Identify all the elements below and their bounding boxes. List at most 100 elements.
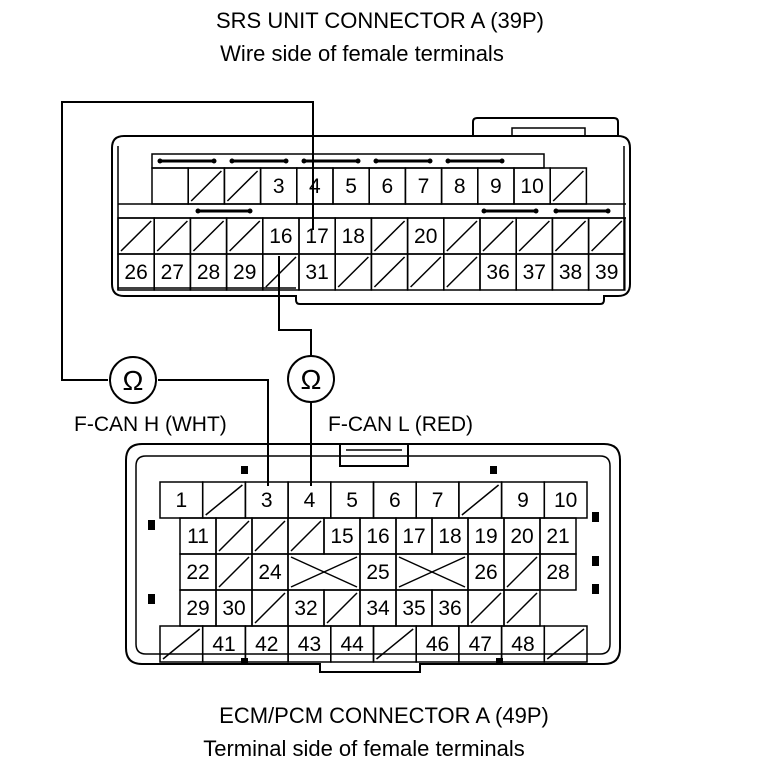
ecm-row1-cell: 5 (330, 481, 375, 519)
blank-cavity-slash (546, 628, 585, 660)
blank-cavity-slash (229, 220, 261, 252)
blank-cavity-slash (162, 628, 201, 660)
ecm-row2-cell: 19 (467, 517, 505, 555)
ecm-connector-title: ECM/PCM CONNECTOR A (49P) (219, 703, 549, 728)
ecm-row5-terminal-number: 42 (255, 633, 278, 656)
cross-mark (398, 556, 466, 588)
blank-cavity-slash (190, 170, 222, 202)
ecm-row3-cell (503, 553, 541, 591)
ecm-row3-cell (395, 553, 469, 591)
srs-row1-cell: 4 (296, 167, 334, 205)
ecm-row1-cell: 6 (372, 481, 417, 519)
srs-row3-terminal-number: 28 (197, 261, 220, 284)
blank-cavity-slash (554, 220, 587, 252)
ohmmeter-h-icon: Ω (109, 356, 157, 404)
ecm-row1-cell: 7 (415, 481, 460, 519)
ecm-row2-terminal-number: 15 (330, 525, 353, 548)
srs-row2-cell (479, 217, 517, 255)
srs-row1-terminal-number: 7 (418, 175, 430, 198)
blank-cavity-slash (326, 592, 358, 624)
ecm-row2-cell: 16 (359, 517, 397, 555)
ecm-row4-cell: 34 (359, 589, 397, 627)
ecm-row3-cell: 25 (359, 553, 397, 591)
blank-cavity-slash (506, 592, 538, 624)
ecm-row4-terminal-number: 34 (366, 597, 390, 620)
srs-row3-terminal-number: 27 (161, 261, 184, 284)
srs-row3-cell (262, 253, 300, 291)
ohmmeter-l-symbol: Ω (301, 364, 322, 395)
ecm-row4-terminal-number: 35 (402, 597, 425, 620)
ecm-row4-terminal-number: 30 (222, 597, 245, 620)
srs-row1-terminal-number: 3 (273, 175, 285, 198)
srs-row3-terminal-number: 38 (559, 261, 582, 284)
ecm-row2-terminal-number: 11 (187, 525, 209, 548)
srs-row2-cell (587, 217, 626, 255)
srs-row3-terminal-number: 37 (523, 261, 546, 284)
ecm-row4-terminal-number: 36 (438, 597, 461, 620)
blank-cavity-slash (156, 220, 188, 252)
ohmmeter-l-icon: Ω (287, 355, 335, 403)
ecm-row3-cell: 24 (251, 553, 289, 591)
ecm-row1-terminal-number: 3 (261, 489, 273, 512)
ecm-row1-cell: 1 (159, 481, 204, 519)
srs-row3-cell (334, 253, 373, 291)
f-can-h-label: F-CAN H (WHT) (74, 413, 227, 436)
srs-row1-terminal-number: 9 (490, 175, 502, 198)
srs-row1-terminal-number: 8 (454, 175, 466, 198)
ecm-row1-cell: 10 (543, 481, 588, 519)
srs-row1-terminal-number: 10 (520, 175, 543, 198)
blank-cavity-slash (482, 220, 514, 252)
srs-row3-terminal-number: 36 (486, 261, 509, 284)
blank-cavity-slash (120, 220, 152, 252)
srs-row2-cell: 18 (334, 217, 373, 255)
srs-row2-cell (153, 217, 192, 255)
blank-cavity-slash (254, 520, 286, 552)
ecm-row5-cell: 48 (500, 625, 546, 663)
ecm-row2-terminal-number: 18 (438, 525, 461, 548)
ecm-row5-cell (543, 625, 588, 663)
ecm-row4-cell (467, 589, 505, 627)
blank-cavity-slash (506, 556, 538, 588)
srs-row3-cell: 36 (479, 253, 517, 291)
ecm-row4-cell: 36 (431, 589, 469, 627)
blank-cavity-slash (218, 556, 250, 588)
srs-row3-terminal-number: 26 (124, 261, 147, 284)
ecm-row3-cell: 28 (539, 553, 577, 591)
srs-row2-terminal-number: 20 (414, 225, 437, 248)
srs-row3-cell (443, 253, 481, 291)
blank-cavity-slash (552, 170, 584, 202)
ecm-row5-cell (372, 625, 417, 663)
srs-row1-terminal-number: 6 (381, 175, 393, 198)
srs-row3-terminal-number: 39 (595, 261, 618, 284)
blank-cavity-slash (470, 592, 502, 624)
srs-row1-terminal-number: 4 (309, 175, 321, 198)
ecm-row3-terminal-number: 28 (546, 561, 569, 584)
srs-row1-cell: 3 (259, 167, 298, 205)
ecm-row2-cell: 15 (323, 517, 361, 555)
ecm-row4-cell (251, 589, 289, 627)
ecm-row1-terminal-number: 7 (432, 489, 444, 512)
srs-row3-cell (406, 253, 445, 291)
srs-row2-terminal-number: 18 (342, 225, 365, 248)
ecm-row2-cell (215, 517, 253, 555)
ecm-row3-terminal-number: 25 (366, 561, 389, 584)
ecm-row2-cell: 21 (539, 517, 577, 555)
blank-cavity-slash (446, 220, 478, 252)
srs-row2-terminal-number: 17 (305, 225, 328, 248)
srs-connector-title: SRS UNIT CONNECTOR A (39P) (216, 8, 544, 33)
srs-row1-cell: 5 (332, 167, 370, 205)
blank-cavity-slash (461, 484, 500, 516)
ecm-row5-terminal-number: 48 (511, 633, 534, 656)
f-can-h-wire (61, 101, 314, 486)
srs-row2-cell: 16 (262, 217, 300, 255)
ecm-row5-cell (159, 625, 204, 663)
srs-row2-terminal-number: 16 (269, 225, 292, 248)
ecm-row5-cell: 43 (287, 625, 332, 663)
blank-cavity-slash (192, 220, 225, 252)
ecm-row1-cell (201, 481, 247, 519)
ecm-row2-cell: 11 (179, 517, 217, 555)
srs-row3-cell: 39 (587, 253, 626, 291)
